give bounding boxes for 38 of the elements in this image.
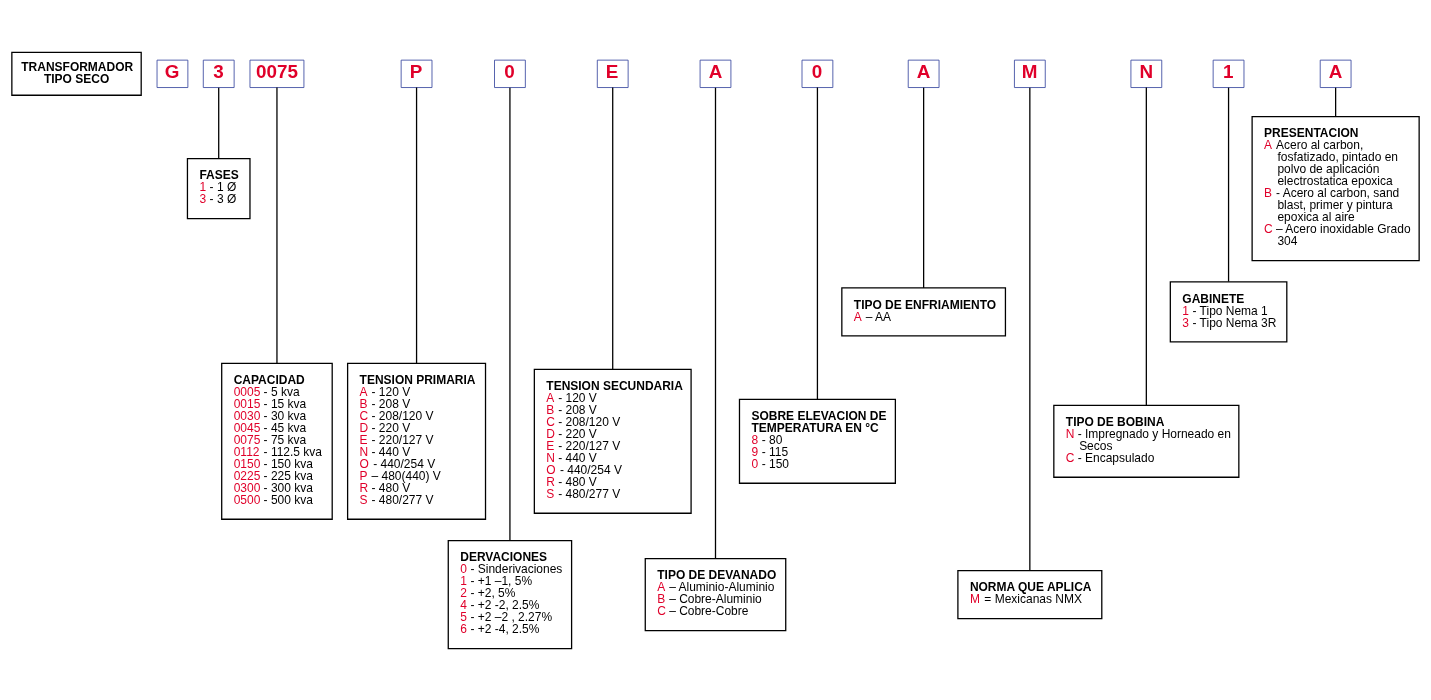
connector	[923, 86, 925, 289]
node-box: N	[1130, 59, 1163, 88]
node-box: DERVACIONES 0 - Sinderivaciones 1 - +1 –1, 5% 2 - +2, 5% 4 - +2 -2, 2.5% 5 - +2 –2 , 2.27% 6 - +2 -4, 2.5%	[447, 539, 573, 649]
node-box: FASES 1 - 1 Ø 3 - 3 Ø	[186, 157, 251, 219]
connector	[1145, 86, 1147, 406]
node-box: P	[400, 59, 433, 88]
node-box: G	[156, 59, 189, 88]
connector	[816, 86, 819, 400]
node-box: A	[699, 59, 732, 88]
node-box: 0075	[249, 59, 305, 88]
connector	[509, 86, 511, 541]
node-box: TIPO DE ENFRIAMIENTO A – AA	[841, 286, 1007, 337]
connector	[714, 86, 717, 559]
node-box: A	[907, 59, 940, 88]
node-box: 1	[1212, 59, 1245, 88]
node-box: PRESENTACION A Acero al carbon, fosfatizado, pintado en polvo de aplicación electrostatica epoxica B - Acero al carbon, sand blast, primer y pintura epoxica al aire C – Acero inoxidable Grado 304	[1251, 115, 1420, 261]
connector	[218, 86, 220, 159]
node-box: TIPO DE DEVANADO A – Aluminio-Aluminio B – Cobre-Aluminio C – Cobre-Cobre	[644, 557, 787, 631]
connector	[1227, 86, 1230, 282]
node-box: 3	[202, 59, 235, 88]
node-box: CAPACIDAD 0005 - 5 kva 0015 - 15 kva 0030 - 30 kva 0045 - 45 kva 0075 - 75 kva 0112 - 112.5 kva 0150 - 150 kva 0225 - 225 kva 0300 - 300 kva 0500 - 500 kva	[221, 362, 333, 520]
node-box: TRANSFORMADOR TIPO SECO	[11, 51, 142, 96]
connector	[415, 86, 418, 364]
node-box: M	[1014, 59, 1046, 88]
node-box: NORMA QUE APLICA M = Mexicanas NMX	[957, 569, 1103, 619]
node-box: E	[596, 59, 629, 88]
node-box: 0	[801, 59, 834, 88]
node-box: SOBRE ELEVACION DE TEMPERATURA EN °C 8 - 80 9 - 115 0 - 150	[738, 398, 896, 484]
connector	[1335, 86, 1337, 117]
connector	[276, 86, 278, 364]
connector	[612, 86, 614, 370]
connector	[1029, 86, 1031, 571]
node-box: TENSION PRIMARIA A - 120 V B - 208 V C - 208/120 V D - 220 V E - 220/127 V N - 440 V O - 440/254 V P – 480(440) V R - 480 V S - 480/277 V	[347, 362, 487, 520]
node-box: A	[1319, 59, 1352, 88]
node-box: TIPO DE BOBINA N - Impregnado y Horneado en Secos C - Encapsulado	[1053, 404, 1240, 478]
node-box: TENSION SECUNDARIA A - 120 V B - 208 V C - 208/120 V D - 220 V E - 220/127 V N - 440 V O - 440/254 V R - 480 V S - 480/277 V	[533, 368, 692, 514]
node-box: 0	[494, 59, 526, 88]
node-box: GABINETE 1 - Tipo Nema 1 3 - Tipo Nema 3R	[1169, 280, 1288, 343]
